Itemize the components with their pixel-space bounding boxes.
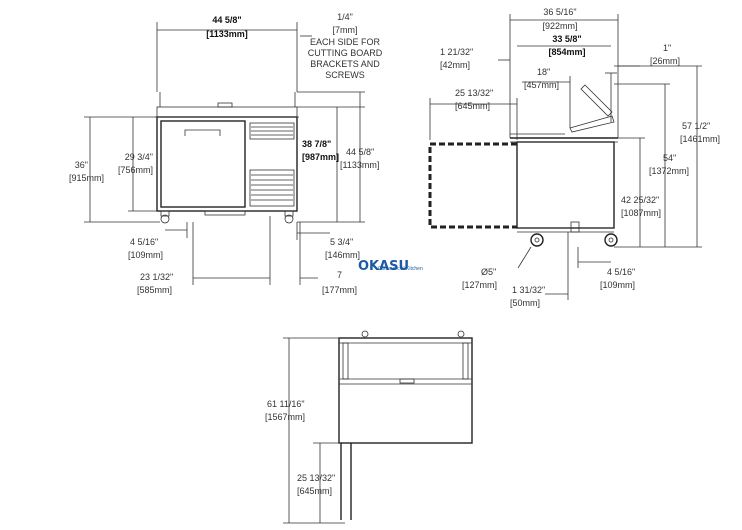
lid-depth-in: 18"	[537, 67, 550, 77]
front-height-mm: [915mm]	[69, 173, 104, 183]
open-lid	[569, 115, 615, 133]
logo-tagline: Commercial Kitchen	[378, 266, 423, 272]
overall-height-in: 57 1/2"	[682, 121, 710, 131]
front-lid-handle	[217, 102, 233, 108]
caster-offset-in: 4 5/16"	[130, 237, 158, 247]
front-width-mm: [1133mm]	[206, 29, 248, 39]
open-height-mm: [1133mm]	[340, 160, 379, 170]
louver-vent	[249, 122, 295, 207]
front-height-in: 36"	[75, 160, 88, 170]
side-depth-mm: [922mm]	[542, 21, 577, 31]
board-note-line-2: CUTTING BOARD	[308, 48, 383, 58]
lid-height-side-in: 54"	[663, 153, 676, 163]
board-mm: [7mm]	[332, 25, 357, 35]
front-casters	[160, 210, 294, 224]
top-gap-mm: [26mm]	[650, 56, 680, 66]
door-handle	[184, 129, 221, 136]
drawer-mm: [645mm]	[297, 486, 332, 496]
lower-cabinet-outline	[338, 337, 473, 444]
caster-offset-mm: [109mm]	[128, 250, 163, 260]
lid-depth-mm: [457mm]	[524, 80, 559, 90]
board-note-line-1: EACH SIDE FOR	[310, 37, 381, 47]
door-swing-outline	[428, 142, 517, 229]
rail-in: 1 21/32"	[440, 47, 473, 57]
body-depth-in: 33 5/8"	[552, 34, 581, 44]
side-view: 36 5/16" [922mm] 33 5/8" [854mm] 1 21/32…	[428, 7, 720, 308]
door-width-in: 23 1/32"	[140, 272, 173, 282]
door-swing-mm: [645mm]	[455, 101, 490, 111]
rear-caster-mm: [109mm]	[600, 280, 635, 290]
side-gap-in: 7	[337, 270, 342, 280]
side-inset-in: 5 3/4"	[330, 237, 353, 247]
okasu-logo: OKASU Commercial Kitchen	[358, 259, 423, 274]
front-width-in: 44 5/8"	[212, 15, 241, 25]
front-door	[160, 120, 246, 208]
logo-name: OKASU	[358, 259, 409, 274]
work-height-in: 29 3/4"	[125, 152, 153, 162]
drawer-in: 25 13/32"	[297, 473, 335, 483]
lower-view: 61 11/16" [1567mm] 25 13/32" [645mm]	[265, 330, 473, 524]
lower-height-mm: [1567mm]	[265, 412, 305, 422]
door-swing-in: 25 13/32"	[455, 88, 493, 98]
board-in: 1/4"	[337, 12, 353, 22]
body-height-mm: [1087mm]	[621, 208, 661, 218]
caster-dia-in: Ø5"	[481, 267, 496, 277]
lower-height-in: 61 11/16"	[267, 399, 305, 409]
door-width-mm: [585mm]	[137, 285, 172, 295]
lid-height-side-mm: [1372mm]	[649, 166, 689, 176]
front-lid-rail	[156, 106, 298, 118]
side-inset-mm: [146mm]	[325, 250, 360, 260]
lid-height-in: 38 7/8"	[302, 139, 331, 149]
body-height-in: 42 25/32"	[621, 195, 659, 205]
side-gap-mm: [177mm]	[322, 285, 357, 295]
caster-setback-in: 1 31/32"	[512, 285, 545, 295]
lid-height-mm: [987mm]	[302, 152, 339, 162]
board-note-line-3: BRACKETS AND	[310, 59, 380, 69]
board-note-line-4: SCREWS	[325, 70, 365, 80]
rail-mm: [42mm]	[440, 60, 470, 70]
overall-height-mm: [1461mm]	[680, 134, 720, 144]
open-height-in: 44 5/8"	[346, 147, 374, 157]
front-view: 44 5/8" [1133mm] 1/4" [7mm] EACH SIDE FO…	[69, 12, 383, 295]
side-depth-in: 36 5/16"	[543, 7, 576, 17]
work-height-mm: [756mm]	[118, 165, 153, 175]
rear-caster-in: 4 5/16"	[607, 267, 635, 277]
side-cabinet-body	[516, 141, 615, 229]
body-depth-mm: [854mm]	[548, 47, 585, 57]
side-casters	[530, 233, 618, 247]
caster-setback-mm: [50mm]	[510, 298, 540, 308]
top-gap-in: 1"	[663, 43, 671, 53]
caster-dia-mm: [127mm]	[462, 280, 497, 290]
